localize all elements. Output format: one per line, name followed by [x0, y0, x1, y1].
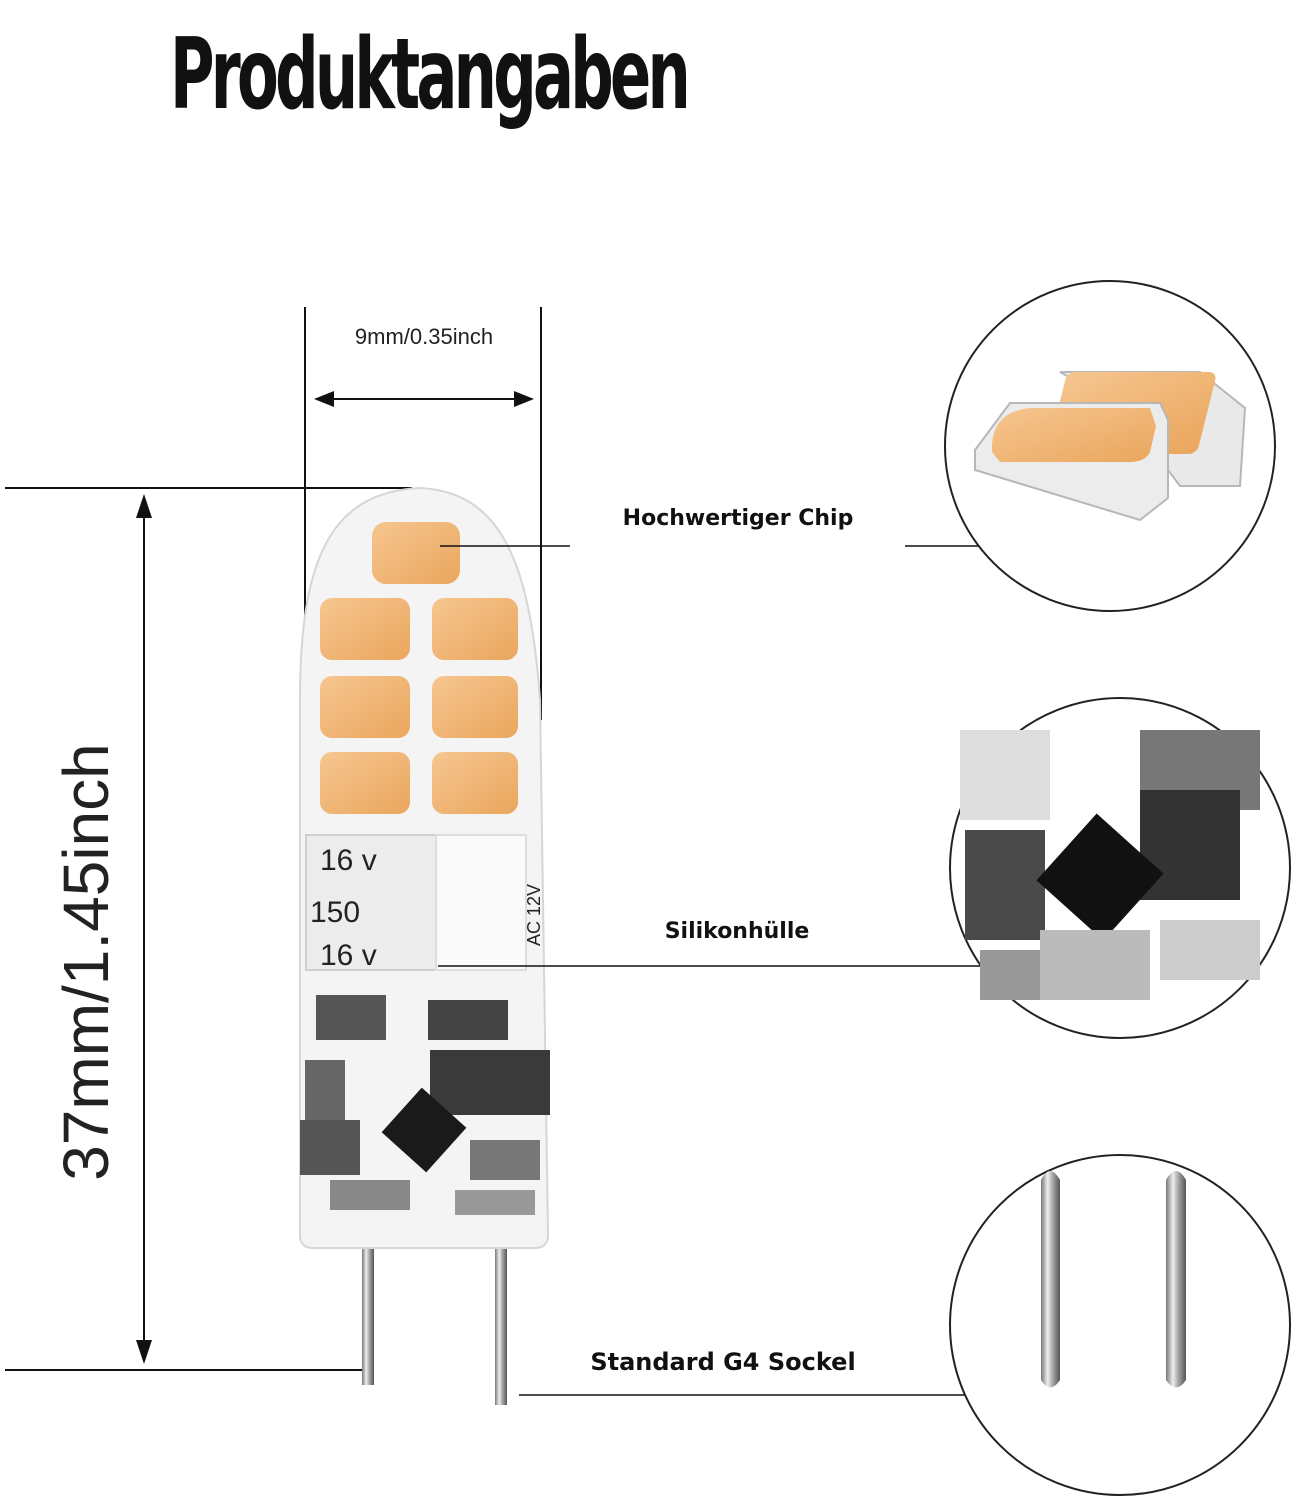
capacitor: [305, 834, 437, 971]
width-dimension: 9mm/0.35inch: [304, 307, 542, 720]
bulb-print-side: AC 12V: [524, 884, 544, 946]
callout-chip-label: Hochwertiger Chip: [623, 506, 854, 531]
bulb-pin-right: [495, 1225, 507, 1405]
led-chips: [320, 522, 518, 814]
bulb-pin-left: [362, 1225, 374, 1385]
callout-shell-label: Silikonhülle: [665, 919, 810, 944]
height-label: 37mm/1.45inch: [50, 743, 122, 1181]
callout-socket-label: Standard G4 Sockel: [590, 1348, 855, 1376]
bulb-print-2: 150: [310, 896, 360, 929]
circuit-components: [300, 995, 550, 1215]
chip-detail-circle: [944, 280, 1276, 612]
callout-lines: [438, 545, 1000, 1396]
width-label: 9mm/0.35inch: [355, 324, 493, 349]
bulb-print-1: 16 v: [320, 844, 377, 877]
pins-detail-circle: [949, 1154, 1291, 1496]
circuit-detail-circle: [949, 697, 1291, 1039]
height-dimension: 37mm/1.45inch: [5, 487, 412, 1371]
g4-bulb: 16 v 150 16 v AC 12V: [299, 486, 550, 1405]
bulb-print-3: 16 v: [320, 939, 377, 972]
